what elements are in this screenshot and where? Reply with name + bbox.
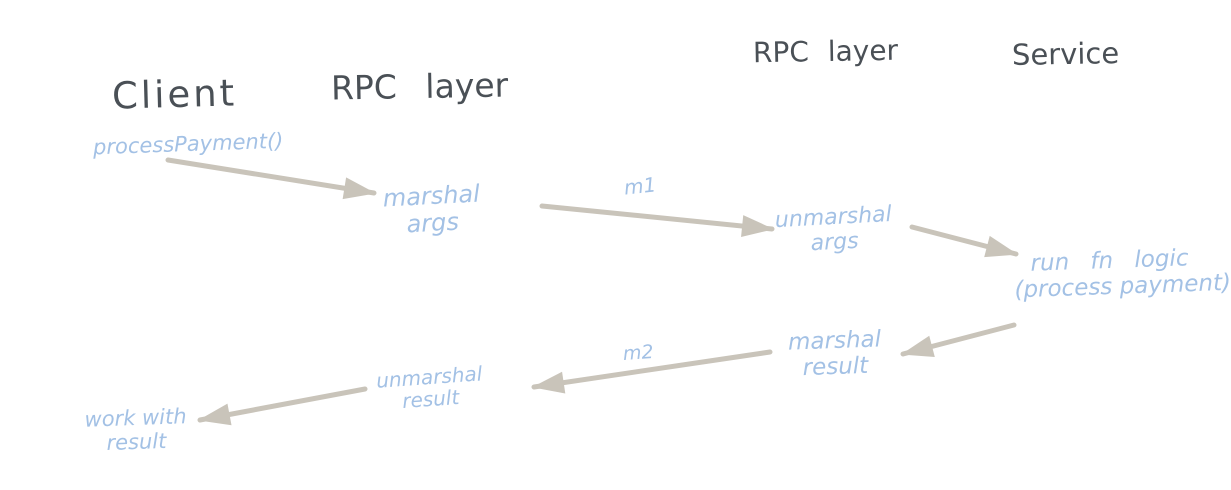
column-heading-rpc-layer-right: RPC layer — [752, 33, 899, 70]
arrow-client-call-to-marshal-args — [165, 157, 377, 200]
note-marshal-result: marshal result — [781, 326, 889, 382]
note-marshal-result-line1: marshal — [787, 326, 882, 356]
note-marshal-args: marshal args — [375, 179, 490, 240]
note-work-with-result-line1: work with — [84, 404, 187, 432]
arrow-m2-marshal-result-to-unmarshal-result — [531, 349, 773, 394]
column-heading-service: Service — [1011, 36, 1120, 72]
arrow-run-fn-logic-to-marshal-result — [900, 322, 1017, 358]
arrow-unmarshal-result-to-work-with-result — [197, 386, 368, 426]
column-heading-rpc-layer-left: RPC layer — [330, 65, 509, 108]
note-marshal-result-line2: result — [802, 352, 869, 381]
note-work-with-result: work with result — [71, 404, 201, 456]
arrow-unmarshal-args-to-run-fn-logic — [909, 224, 1019, 258]
note-message-m2: m2 — [622, 340, 655, 366]
column-heading-client: Client — [111, 71, 238, 118]
note-work-with-result-line2: result — [106, 428, 167, 455]
note-marshal-args-line1: marshal — [382, 179, 481, 213]
note-unmarshal-args: unmarshal args — [773, 202, 895, 258]
note-run-fn-logic: run fn logic (process payment) — [1013, 245, 1231, 304]
arrow-m1-marshal-to-unmarshal-args — [539, 203, 775, 237]
note-unmarshal-result: unmarshal result — [373, 361, 488, 414]
note-message-m1: m1 — [622, 172, 658, 200]
